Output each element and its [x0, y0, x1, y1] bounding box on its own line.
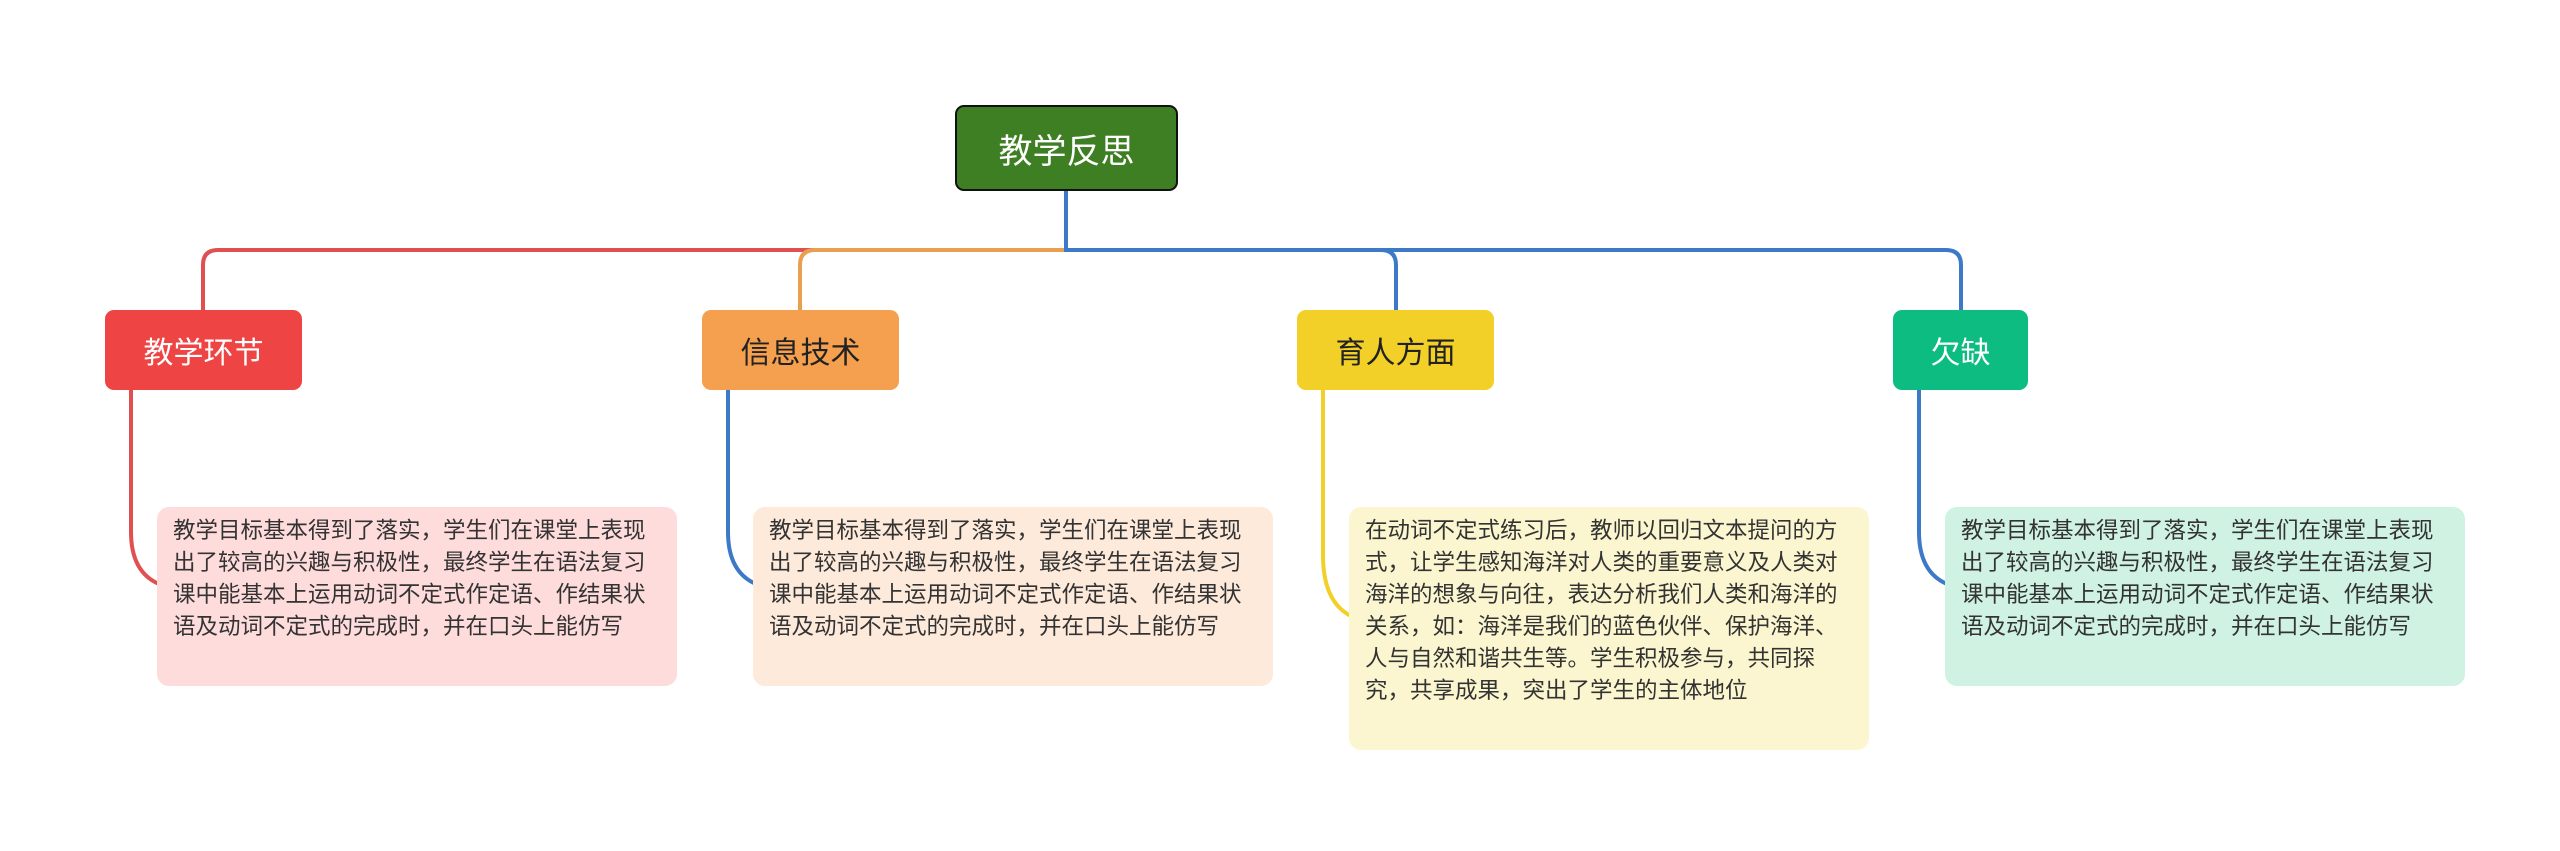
connector-branch2-to-note	[726, 390, 757, 586]
branch-node-label: 信息技术	[740, 336, 861, 371]
connector-branch3-to-note	[1321, 390, 1352, 618]
branch-node-label: 教学环节	[143, 336, 264, 371]
root-node[interactable]: 教学反思	[955, 105, 1178, 191]
connector-root-to-branch4	[1064, 191, 1963, 310]
connector-root-to-branch1	[201, 191, 1068, 310]
branch-node-label: 欠缺	[1930, 336, 1991, 371]
note-node-information-technology[interactable]: 教学目标基本得到了落实，学生们在课堂上表现出了较高的兴趣与积极性，最终学生在语法…	[753, 507, 1273, 686]
branch-node-information-technology[interactable]: 信息技术	[702, 310, 899, 390]
connector-branch4-to-note	[1917, 390, 1948, 586]
note-node-moral-education[interactable]: 在动词不定式练习后，教师以回归文本提问的方式，让学生感知海洋对人类的重要意义及人…	[1349, 507, 1869, 750]
branch-node-teaching-process[interactable]: 教学环节	[105, 310, 302, 390]
root-node-label: 教学反思	[998, 131, 1135, 172]
branch-node-shortcomings[interactable]: 欠缺	[1893, 310, 2028, 390]
connector-branch1-to-note	[129, 390, 160, 586]
note-node-teaching-process[interactable]: 教学目标基本得到了落实，学生们在课堂上表现出了较高的兴趣与积极性，最终学生在语法…	[157, 507, 677, 686]
branch-node-label: 育人方面	[1335, 336, 1456, 371]
branch-node-moral-education[interactable]: 育人方面	[1297, 310, 1494, 390]
connector-root-to-branch2	[798, 191, 1068, 310]
note-node-shortcomings[interactable]: 教学目标基本得到了落实，学生们在课堂上表现出了较高的兴趣与积极性，最终学生在语法…	[1945, 507, 2465, 686]
